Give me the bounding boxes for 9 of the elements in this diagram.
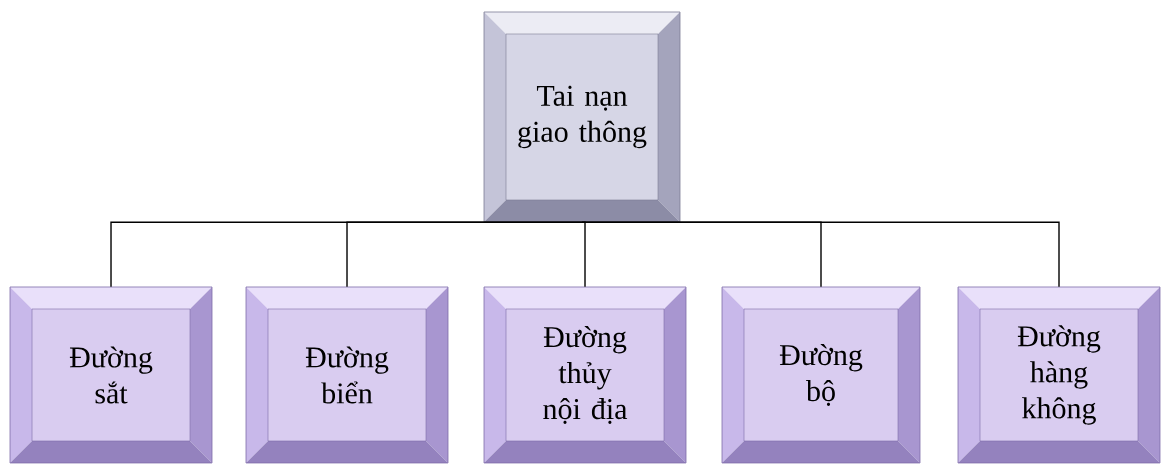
- connector-line: [581, 221, 586, 288]
- bevel-box: Đường hàng không: [957, 286, 1161, 464]
- bevel-box: Đường biển: [245, 286, 449, 464]
- connector-line: [346, 221, 583, 288]
- bevel-box: Đường sắt: [9, 286, 213, 464]
- bevel-box: Đường thủy nội địa: [483, 286, 687, 464]
- connector-line: [581, 221, 1060, 288]
- bevel-box: Đường bộ: [721, 286, 921, 464]
- bevel-box: Tai nạn giao thông: [483, 11, 681, 223]
